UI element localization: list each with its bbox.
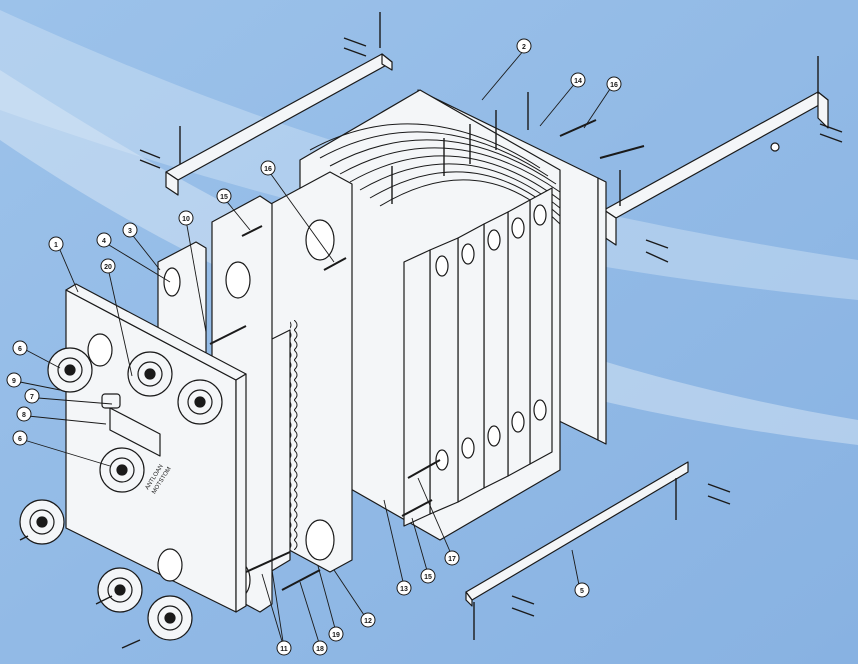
- separated-plates: [403, 187, 553, 527]
- callout-13: 13: [396, 580, 412, 596]
- connection-port-top-right: [127, 351, 173, 397]
- leader-lines: [19, 49, 613, 649]
- right-angle-rail: [603, 91, 829, 246]
- callout-7: 7: [24, 388, 40, 404]
- bottom-angle-rail: [465, 461, 689, 607]
- callout-15b-label: 15: [424, 574, 432, 581]
- callouts: 1 2 3 4 5 6 6 7 8 9 10 11 12 13 14 15 15…: [6, 38, 622, 656]
- connection-port-bottom-left: [19, 499, 65, 545]
- connection-port-top-left: [47, 347, 93, 393]
- callout-20: 20: [100, 258, 116, 274]
- callout-7-label: 7: [30, 394, 34, 401]
- callout-20-label: 20: [104, 264, 112, 271]
- callout-17-label: 17: [448, 556, 456, 563]
- callout-3: 3: [122, 222, 138, 238]
- connection-port-mid: [99, 447, 145, 493]
- callout-10: 10: [178, 210, 194, 226]
- callout-15a-label: 15: [220, 194, 228, 201]
- callout-15a: 15: [216, 188, 232, 204]
- callout-6a: 6: [12, 340, 28, 356]
- callout-18: 18: [312, 640, 328, 656]
- callout-14-label: 14: [574, 78, 582, 85]
- callout-15b: 15: [420, 568, 436, 584]
- background-swoosh-2: [0, 70, 858, 445]
- callout-16b: 16: [606, 76, 622, 92]
- callout-6b: 6: [12, 430, 28, 446]
- callout-1-label: 1: [54, 242, 58, 249]
- callout-8: 8: [16, 406, 32, 422]
- connection-port-bottom-right: [147, 595, 193, 641]
- callout-5-label: 5: [580, 588, 584, 595]
- callout-4: 4: [96, 232, 112, 248]
- callout-18-label: 18: [316, 646, 324, 653]
- callout-12-label: 12: [364, 618, 372, 625]
- callout-1: 1: [48, 236, 64, 252]
- callout-19: 19: [328, 626, 344, 642]
- callout-10-label: 10: [182, 216, 190, 223]
- callout-6a-label: 6: [18, 346, 22, 353]
- callout-5: 5: [574, 582, 590, 598]
- callout-11-label: 11: [280, 646, 288, 653]
- bolts: [19, 12, 843, 649]
- callout-14: 14: [570, 72, 586, 88]
- callout-19-label: 19: [332, 632, 340, 639]
- callout-9-label: 9: [12, 378, 16, 385]
- callout-13-label: 13: [400, 586, 408, 593]
- callout-17: 17: [444, 550, 460, 566]
- callout-6b-label: 6: [18, 436, 22, 443]
- callout-16b-label: 16: [610, 82, 618, 89]
- callout-16a-label: 16: [264, 166, 272, 173]
- callout-2-label: 2: [522, 44, 526, 51]
- connection-port-bottom-mid: [97, 567, 143, 613]
- callout-3-label: 3: [128, 228, 132, 235]
- top-left-angle-rail: [165, 53, 393, 196]
- callout-9: 9: [6, 372, 22, 388]
- callout-11: 11: [276, 640, 292, 656]
- callout-2: 2: [516, 38, 532, 54]
- callout-16a: 16: [260, 160, 276, 176]
- callout-8-label: 8: [22, 412, 26, 419]
- callout-12: 12: [360, 612, 376, 628]
- tie-rods: [209, 119, 645, 591]
- connection-port-mid-right: [177, 379, 223, 425]
- callout-4-label: 4: [102, 238, 106, 245]
- valve-block: [101, 393, 161, 457]
- background-swoosh: [0, 10, 858, 300]
